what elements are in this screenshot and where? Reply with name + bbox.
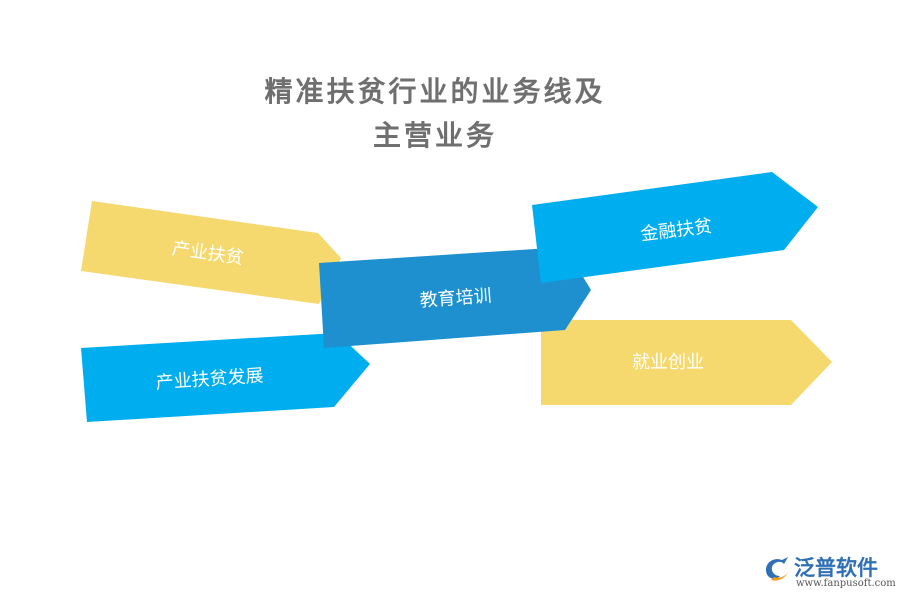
brand-logo: 泛普软件 www.fanpusoft.com xyxy=(762,552,896,592)
arrow-employment-startup: 就业创业 xyxy=(541,320,832,405)
arrow-education-training-label: 教育培训 xyxy=(419,286,492,312)
arrow-employment-startup-label: 就业创业 xyxy=(632,352,704,373)
arrow-industry-development: 产业扶贫发展 xyxy=(81,333,370,422)
brand-logo-icon xyxy=(766,557,788,581)
arrow-industry-poverty: 产业扶贫 xyxy=(81,201,341,304)
page-title-line-2: 主营业务 xyxy=(372,119,497,152)
arrow-education-training: 教育培训 xyxy=(319,247,591,348)
arrow-financial-poverty: 金融扶贫 xyxy=(532,172,818,283)
page-title-line-1: 精准扶贫行业的业务线及 xyxy=(264,75,606,108)
brand-url: www.fanpusoft.com xyxy=(796,578,896,589)
brand-name: 泛普软件 xyxy=(794,556,878,580)
